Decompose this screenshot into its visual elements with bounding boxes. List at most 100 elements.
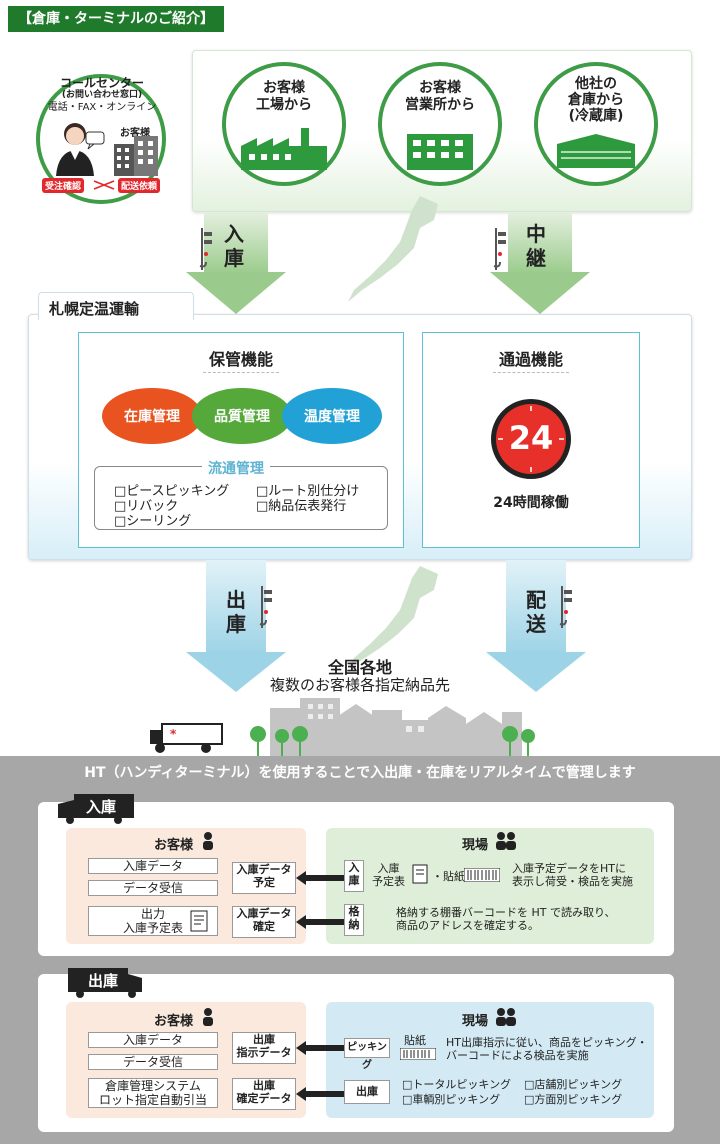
transit-title-wrap: 通過機能	[422, 346, 640, 373]
destination-title: 全国各地	[327, 658, 392, 677]
outbound-row-wms: 倉庫管理システム ロット指定自動引当	[88, 1078, 218, 1108]
outbound-step1-label: ピッキング	[344, 1038, 390, 1071]
document-icon	[190, 910, 208, 932]
inbound-step1-label: 入 庫	[344, 860, 364, 892]
workers-icon	[496, 832, 516, 850]
inbound-arrow-label: 入 庫	[224, 222, 244, 270]
source-office-label: お客様 営業所から	[405, 80, 475, 113]
storage-title: 保管機能	[202, 346, 279, 373]
flow-item-route-sorting: □ルート別仕分け	[256, 484, 360, 499]
call-center-label: コールセンター (お問い合わせ窓口) 電話・FAX・オンライン	[40, 76, 164, 114]
inbound-arrow-2	[304, 919, 344, 925]
inbound-schedule-box: 入庫データ 予定	[232, 862, 296, 894]
outbound-row-data: 入庫データ	[88, 1032, 218, 1048]
inbound-truck-icon	[58, 794, 134, 824]
source-warehouse-circle: 他社の 倉庫から (冷蔵庫)	[534, 62, 658, 186]
flow-item-rebag: □リバック	[114, 499, 179, 514]
schedule-doc-icon	[412, 864, 428, 884]
inbound-site-title: 現場	[462, 838, 489, 853]
signal-icon-right	[493, 228, 506, 270]
outbound-row-receive: データ受信	[88, 1054, 218, 1070]
city-skyline-icon: *	[150, 698, 535, 758]
call-center-title: コールセンター	[59, 76, 144, 90]
svg-text:*: *	[170, 727, 177, 741]
office-building-icon	[407, 134, 473, 170]
source-warehouse-label: 他社の 倉庫から (冷蔵庫)	[568, 76, 624, 124]
delivery-arrow-head	[486, 652, 586, 692]
outbound-instruction-box: 出庫 指示データ	[232, 1032, 296, 1064]
outbound-step2-label: 出庫	[344, 1080, 390, 1104]
outbound-item-total: □トータルピッキング	[402, 1078, 512, 1091]
distribution-management-title: 流通管理	[202, 458, 270, 478]
inventory-management-ellipse: 在庫管理	[102, 388, 202, 444]
storage-title-wrap: 保管機能	[78, 346, 404, 373]
signal-icon-out-left	[259, 586, 272, 628]
outbound-header: 出庫	[88, 972, 119, 990]
outbound-arrow-1	[304, 1045, 344, 1051]
delivery-arrow-label: 配 送	[526, 588, 546, 636]
japan-map-bottom	[348, 566, 438, 668]
inbound-site-area	[326, 828, 654, 944]
outbound-truck-icon	[68, 968, 142, 998]
relay-arrow-shaft	[508, 212, 572, 274]
flow-item-sealing: □シーリング	[114, 514, 192, 529]
inbound-step1-mid: ・貼紙	[432, 870, 465, 883]
outbound-item-direction: □方面別ピッキング	[524, 1093, 623, 1106]
relay-arrow-head	[490, 272, 590, 314]
outbound-arrowhead-1	[296, 1041, 306, 1055]
destination-subtitle: 複数のお客様各指定納品先	[269, 676, 450, 694]
inbound-arrow-shaft	[204, 212, 268, 274]
workers-icon-2	[496, 1008, 516, 1026]
barcode-icon	[464, 868, 500, 882]
warehouse-icon	[557, 134, 635, 168]
clock-24-icon	[491, 399, 571, 479]
outbound-arrow-head	[186, 652, 286, 692]
clock-label: 24時間稼働	[493, 495, 569, 511]
barcode-icon-2	[400, 1048, 436, 1060]
japan-map-top	[348, 196, 438, 302]
quality-management-ellipse: 品質管理	[192, 388, 292, 444]
outbound-arrow-shaft	[206, 560, 266, 654]
inbound-confirm-box: 入庫データ 確定	[232, 906, 296, 938]
ht-headline: HT（ハンディターミナル）を使用することで入出庫・在庫をリアルタイムで管理します	[84, 765, 636, 781]
inbound-step1-sub: 入庫 予定表	[372, 862, 405, 888]
outbound-arrow-label: 出 庫	[226, 588, 246, 636]
company-name: 札幌定温運輸	[38, 292, 194, 320]
flow-item-delivery-slip: □納品伝表発行	[256, 499, 347, 514]
inbound-arrowhead-1	[296, 871, 306, 885]
clock-number: 24	[508, 419, 554, 457]
relay-arrow-label: 中 継	[526, 222, 546, 270]
inbound-customer-title: お客様	[154, 838, 194, 853]
source-office-circle: お客様 営業所から	[378, 62, 502, 186]
inbound-step2-label: 格 納	[344, 904, 364, 936]
delivery-request-tag: 配送依頼	[118, 178, 161, 193]
signal-icon-out-right	[559, 586, 572, 628]
outbound-confirm-box: 出庫 確定データ	[232, 1078, 296, 1110]
exchange-arrows-icon	[93, 180, 115, 190]
inbound-row-data: 入庫データ	[88, 858, 218, 874]
inbound-step1-desc: 入庫予定データをHTに 表示し荷受・検品を実施	[512, 862, 633, 888]
outbound-arrowhead-2	[296, 1087, 306, 1101]
call-center-customer-label: お客様	[120, 128, 150, 139]
source-factory-label: お客様 工場から	[256, 80, 312, 113]
call-center-channels: 電話・FAX・オンライン	[47, 102, 157, 113]
outbound-step1-desc: HT出庫指示に従い、商品をピッキング・ バーコードによる検品を実施	[446, 1036, 648, 1062]
outbound-item-vehicle: □車輌別ピッキング	[402, 1093, 501, 1106]
outbound-site-title: 現場	[462, 1014, 489, 1029]
flow-item-piece-picking: □ピースピッキング	[114, 484, 230, 499]
inbound-row-receive: データ受信	[88, 880, 218, 896]
inbound-arrow-head	[186, 272, 286, 314]
transit-title: 通過機能	[492, 346, 569, 373]
customer-person-icon-2	[203, 1008, 213, 1026]
signal-icon-left	[199, 228, 212, 270]
outbound-item-store: □店舗別ピッキング	[524, 1078, 623, 1091]
call-center-subtitle: (お問い合わせ窓口)	[61, 90, 143, 100]
order-confirm-tag: 受注確認	[42, 178, 85, 193]
speech-bubble-icon	[85, 131, 105, 150]
outbound-arrow-2	[304, 1091, 344, 1097]
source-factory-circle: お客様 工場から	[222, 62, 346, 186]
page-title: 【倉庫・ターミナルのご紹介】	[8, 6, 224, 32]
operator-icon	[56, 123, 94, 176]
delivery-arrow-shaft	[506, 560, 566, 654]
factory-icon	[241, 128, 327, 170]
